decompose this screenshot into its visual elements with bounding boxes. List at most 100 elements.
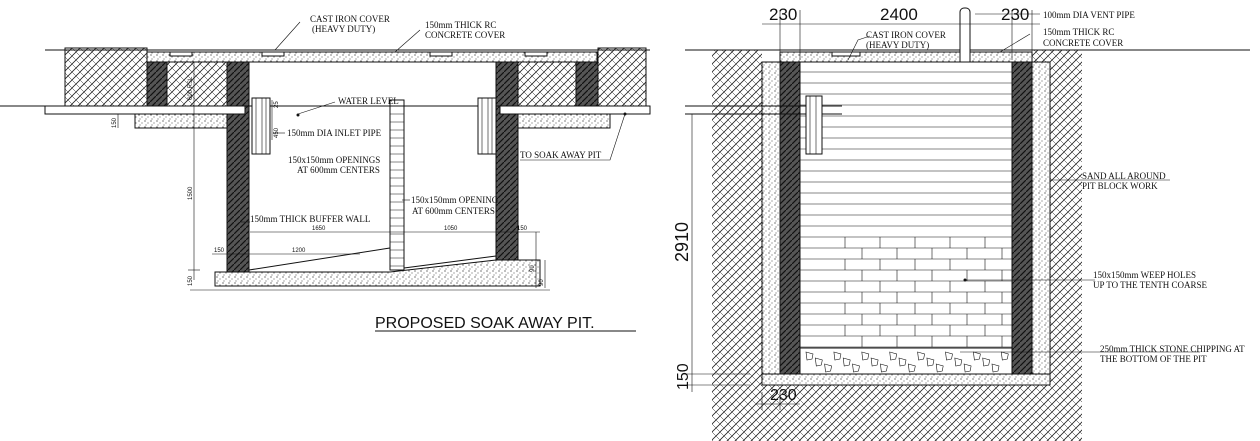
ground-mid-right xyxy=(518,62,576,106)
label-openings-1: 150x150mm OPENINGS xyxy=(288,155,380,165)
cast-iron-cover-1 xyxy=(169,51,193,57)
stone xyxy=(991,363,1000,373)
pit-floor-slab xyxy=(214,259,541,287)
label-cast-iron-cover: CAST IRON COVER xyxy=(310,14,390,24)
outlet-chamber-base xyxy=(517,113,611,129)
block-wall-left xyxy=(779,61,801,375)
dim-90-a: 90 xyxy=(530,265,536,272)
label-rs-heavy-duty: (HEAVY DUTY) xyxy=(866,40,929,50)
label-rs-sand-1: SAND ALL AROUND xyxy=(1082,171,1166,181)
dim-1500: 1500 xyxy=(188,186,194,200)
label-rs-chip-2: THE BOTTOM OF THE PIT xyxy=(1100,354,1207,364)
inlet-pipe xyxy=(44,105,246,115)
stone xyxy=(861,351,870,361)
dim-150-base: 150 xyxy=(214,248,225,254)
label-rs-cast-iron: CAST IRON COVER xyxy=(866,30,946,40)
outlet-pipe xyxy=(499,105,651,115)
cast-iron-cover-3 xyxy=(429,51,453,57)
stone xyxy=(917,351,925,361)
cast-iron-cover-right xyxy=(831,51,861,57)
dim-rs-230-right: 230 xyxy=(1001,5,1029,24)
dim-90-b: 90 xyxy=(539,279,545,286)
stone xyxy=(833,351,842,361)
buffer-wall-courses xyxy=(390,105,404,267)
dim-150-bottom: 150 xyxy=(188,275,194,286)
label-to-soak-pit: TO SOAK AWAY PIT xyxy=(520,150,602,160)
label-inlet-pipe: 150mm DIA INLET PIPE xyxy=(287,128,382,138)
stone xyxy=(954,357,963,367)
label-rs-chip-1: 250mm THICK STONE CHIPPING AT xyxy=(1100,344,1245,354)
rc-cover-slab-right xyxy=(779,51,1033,63)
stone xyxy=(973,351,981,361)
outlet-tee xyxy=(477,97,497,155)
left-section: CAST IRON COVER (HEAVY DUTY) 150mm THICK… xyxy=(0,14,651,332)
stone xyxy=(824,363,832,373)
stone xyxy=(870,357,879,367)
inlet-tee-right xyxy=(805,95,823,155)
ground-left xyxy=(64,47,148,107)
label-rs-weep-1: 150x150mm WEEP HOLES xyxy=(1093,270,1196,280)
stone xyxy=(982,357,991,367)
main-wall-left xyxy=(226,61,250,273)
stone xyxy=(935,363,944,373)
stone xyxy=(907,363,916,373)
dim-1200: 1200 xyxy=(292,248,306,254)
label-water-level: WATER LEVEL xyxy=(338,96,399,106)
rc-cover-slab-left xyxy=(146,51,598,63)
inlet-chamber-base xyxy=(134,113,228,129)
cast-iron-cover-2 xyxy=(261,51,285,57)
stone xyxy=(963,363,972,373)
label-rs-rc-cover-1: 150mm THICK RC xyxy=(1043,27,1114,37)
stone xyxy=(945,351,953,361)
dim-1050: 1050 xyxy=(444,226,458,232)
dim-450: 450 xyxy=(274,127,280,138)
stone xyxy=(898,357,907,367)
dim-150-right: 150 xyxy=(517,226,528,232)
base-slab-right xyxy=(761,373,1051,386)
dim-600: 600 RSL xyxy=(188,76,194,100)
dim-rs-2400: 2400 xyxy=(880,5,918,24)
stone xyxy=(889,351,898,361)
pit-interior xyxy=(799,61,1013,349)
drawing-title: PROPOSED SOAK AWAY PIT. xyxy=(375,315,595,332)
stone xyxy=(1000,351,1009,361)
label-rc-cover-1: 150mm THICK RC xyxy=(425,20,496,30)
stone xyxy=(926,357,935,367)
sand-right xyxy=(1031,61,1051,383)
ground-mid-left xyxy=(167,62,227,106)
sand-left xyxy=(761,61,781,383)
dim-150-left: 150 xyxy=(112,117,118,128)
cast-iron-cover-4 xyxy=(524,51,548,57)
right-section: CAST IRON COVER (HEAVY DUTY) 100mm DIA V… xyxy=(672,5,1250,441)
dim-rs-230-left: 230 xyxy=(769,5,797,24)
buffer-wall xyxy=(389,99,405,271)
dim-rs-2910: 2910 xyxy=(672,222,692,262)
label-rs-vent-pipe: 100mm DIA VENT PIPE xyxy=(1043,10,1135,20)
label-rs-rc-cover-2: CONCRETE COVER xyxy=(1043,38,1123,48)
stone xyxy=(852,363,860,373)
stone xyxy=(814,357,823,367)
block-wall-right xyxy=(1011,61,1033,375)
label-rs-sand-2: PIT BLOCK WORK xyxy=(1082,181,1158,191)
label-openings-2: AT 600mm CENTERS xyxy=(297,165,380,175)
dim-rs-150: 150 xyxy=(675,363,692,390)
label-buffer-wall: 150mm THICK BUFFER WALL xyxy=(250,214,370,224)
label-rs-weep-2: UP TO THE TENTH COARSE xyxy=(1093,280,1208,290)
stone xyxy=(880,363,888,373)
label-rc-cover-2: CONCRETE COVER xyxy=(425,30,505,40)
label-opening-b-1: 150x150mm OPENING xyxy=(411,195,499,205)
stone xyxy=(842,357,851,367)
label-opening-b-2: AT 600mm CENTERS xyxy=(412,206,495,216)
dim-rs-230-bottom: 230 xyxy=(770,387,797,404)
ground-right xyxy=(597,47,647,107)
dim-1650: 1650 xyxy=(312,226,326,232)
label-heavy-duty: (HEAVY DUTY) xyxy=(312,24,375,34)
inlet-tee xyxy=(251,97,271,155)
stone-chipping-stones xyxy=(805,351,1009,373)
main-wall-right xyxy=(495,61,519,261)
stone xyxy=(805,351,814,361)
dim-25: 25 xyxy=(274,101,280,108)
pit-block-courses xyxy=(800,71,1012,348)
